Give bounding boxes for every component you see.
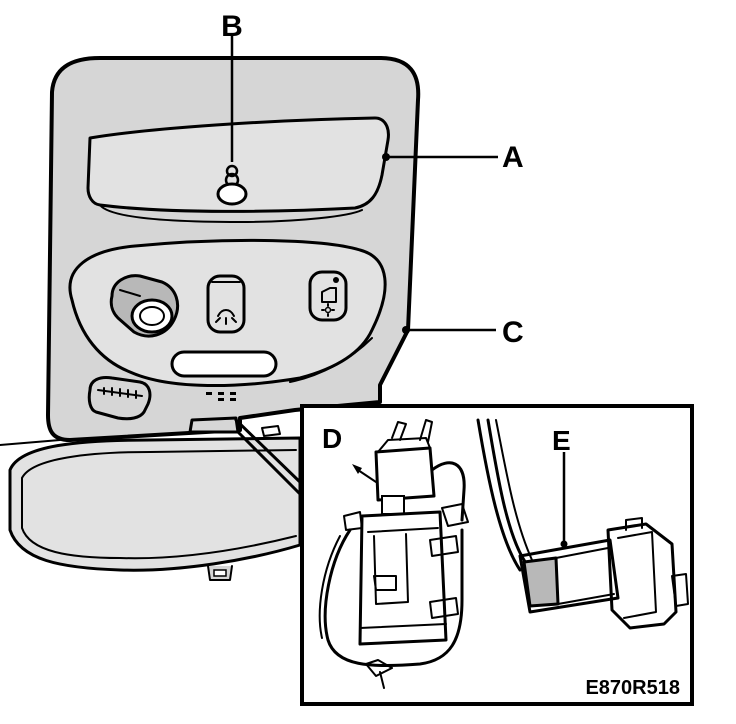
connector-location-tab — [188, 416, 304, 498]
switch-panel — [68, 238, 387, 388]
detail-inset: D E E870R518 — [300, 404, 694, 706]
label-b: B — [221, 10, 243, 43]
storage-pad — [87, 376, 236, 421]
label-e: E — [552, 425, 571, 456]
reading-lamp-lens — [86, 116, 390, 223]
lamp-switch — [216, 164, 248, 206]
label-d: D — [322, 423, 342, 454]
connector-e — [476, 418, 689, 630]
rear-view-mirror — [0, 436, 302, 581]
door-lamp-switch — [308, 270, 348, 322]
label-a: A — [502, 141, 524, 174]
interior-lamp-switch — [206, 274, 246, 334]
rotary-knob — [109, 274, 179, 338]
leader-lines — [230, 36, 498, 334]
drawing-reference: E870R518 — [585, 677, 680, 699]
label-c: C — [502, 316, 524, 349]
connector-d — [318, 419, 469, 689]
